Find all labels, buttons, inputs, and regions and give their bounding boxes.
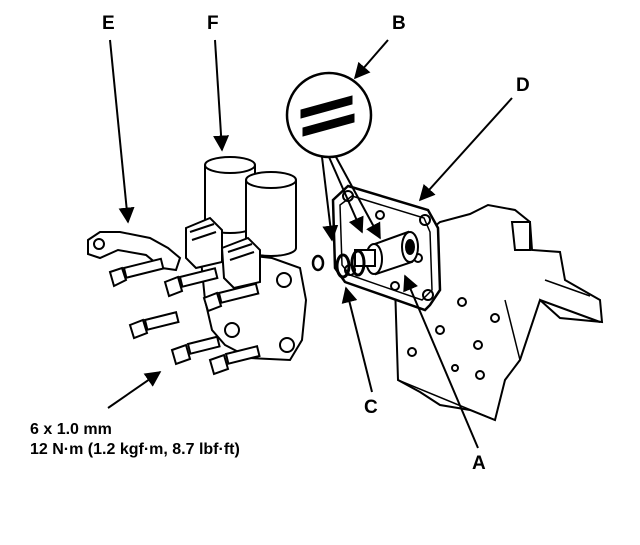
bracket-e	[88, 232, 180, 270]
oil-pipe-a	[355, 232, 418, 274]
leader-lines	[108, 40, 512, 448]
torque-value-label: 12 N·m (1.2 kgf·m, 8.7 lbf·ft)	[30, 441, 240, 458]
transmission-housing	[395, 205, 602, 420]
solenoid-assembly-f	[186, 157, 306, 360]
bolts	[110, 259, 259, 374]
bolt-size-label: 6 x 1.0 mm	[30, 421, 112, 438]
callout-d-label: D	[516, 75, 530, 96]
callout-c-label: C	[364, 397, 378, 418]
o-rings-c	[313, 251, 364, 277]
callout-a-label: A	[472, 453, 486, 474]
callout-e-label: E	[102, 13, 115, 34]
strainer-detail-b	[287, 73, 371, 157]
callout-f-label: F	[207, 13, 219, 34]
callout-b-label: B	[392, 13, 406, 34]
